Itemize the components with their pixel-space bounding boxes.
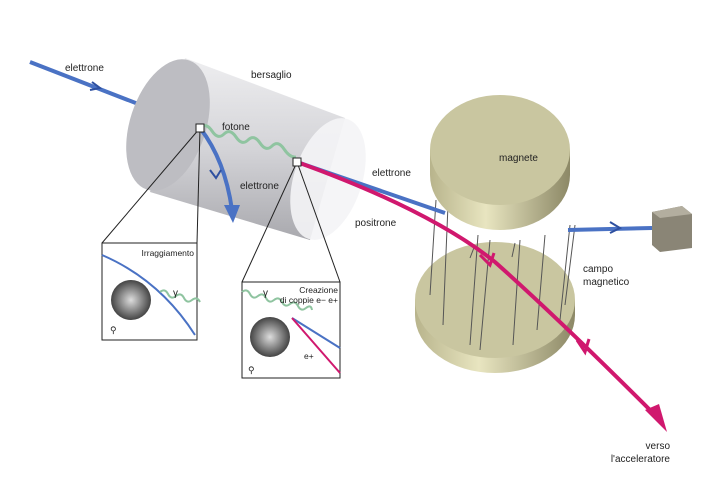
inset-pair-title-1: Creazione — [299, 285, 338, 295]
inset-radiation: ⚲ — [101, 242, 201, 341]
electron-deflected — [198, 126, 240, 223]
target-cylinder — [126, 58, 366, 240]
label-target: bersaglio — [251, 70, 292, 81]
label-dest-2: l'acceleratore — [610, 454, 670, 465]
label-positron: positrone — [355, 218, 397, 229]
zoom-markers — [101, 123, 341, 283]
magnifier-icon: ⚲ — [248, 365, 255, 375]
label-field-2: magnetico — [583, 277, 630, 288]
nucleus-icon — [250, 317, 290, 357]
magnifier-icon: ⚲ — [110, 325, 117, 335]
inset-radiation-gamma: γ — [173, 288, 178, 299]
magnet-bottom — [415, 242, 575, 373]
label-electron-deflected: elettrone — [240, 181, 279, 192]
inset-pair-positron: e+ — [304, 351, 314, 361]
label-electron-out: elettrone — [372, 168, 411, 179]
nucleus-icon — [111, 280, 151, 320]
detector-cube — [652, 206, 692, 252]
photon-wave — [198, 124, 297, 159]
magnet-top — [430, 95, 570, 230]
label-field-1: campo — [583, 264, 614, 275]
label-magnet: magnete — [499, 153, 538, 164]
label-dest-1: verso — [645, 441, 670, 452]
inset-pair-creation: ⚲ — [241, 281, 341, 379]
inset-radiation-title: Irraggiamento — [141, 248, 194, 258]
inset-pair-title-2: di coppie e− e+ — [279, 295, 338, 305]
positron-beam — [296, 160, 667, 432]
magnetic-field-lines — [429, 199, 576, 351]
inset-pair-gamma: γ — [263, 288, 268, 299]
label-photon: fotone — [222, 122, 250, 133]
label-electron-in: elettrone — [65, 63, 104, 74]
